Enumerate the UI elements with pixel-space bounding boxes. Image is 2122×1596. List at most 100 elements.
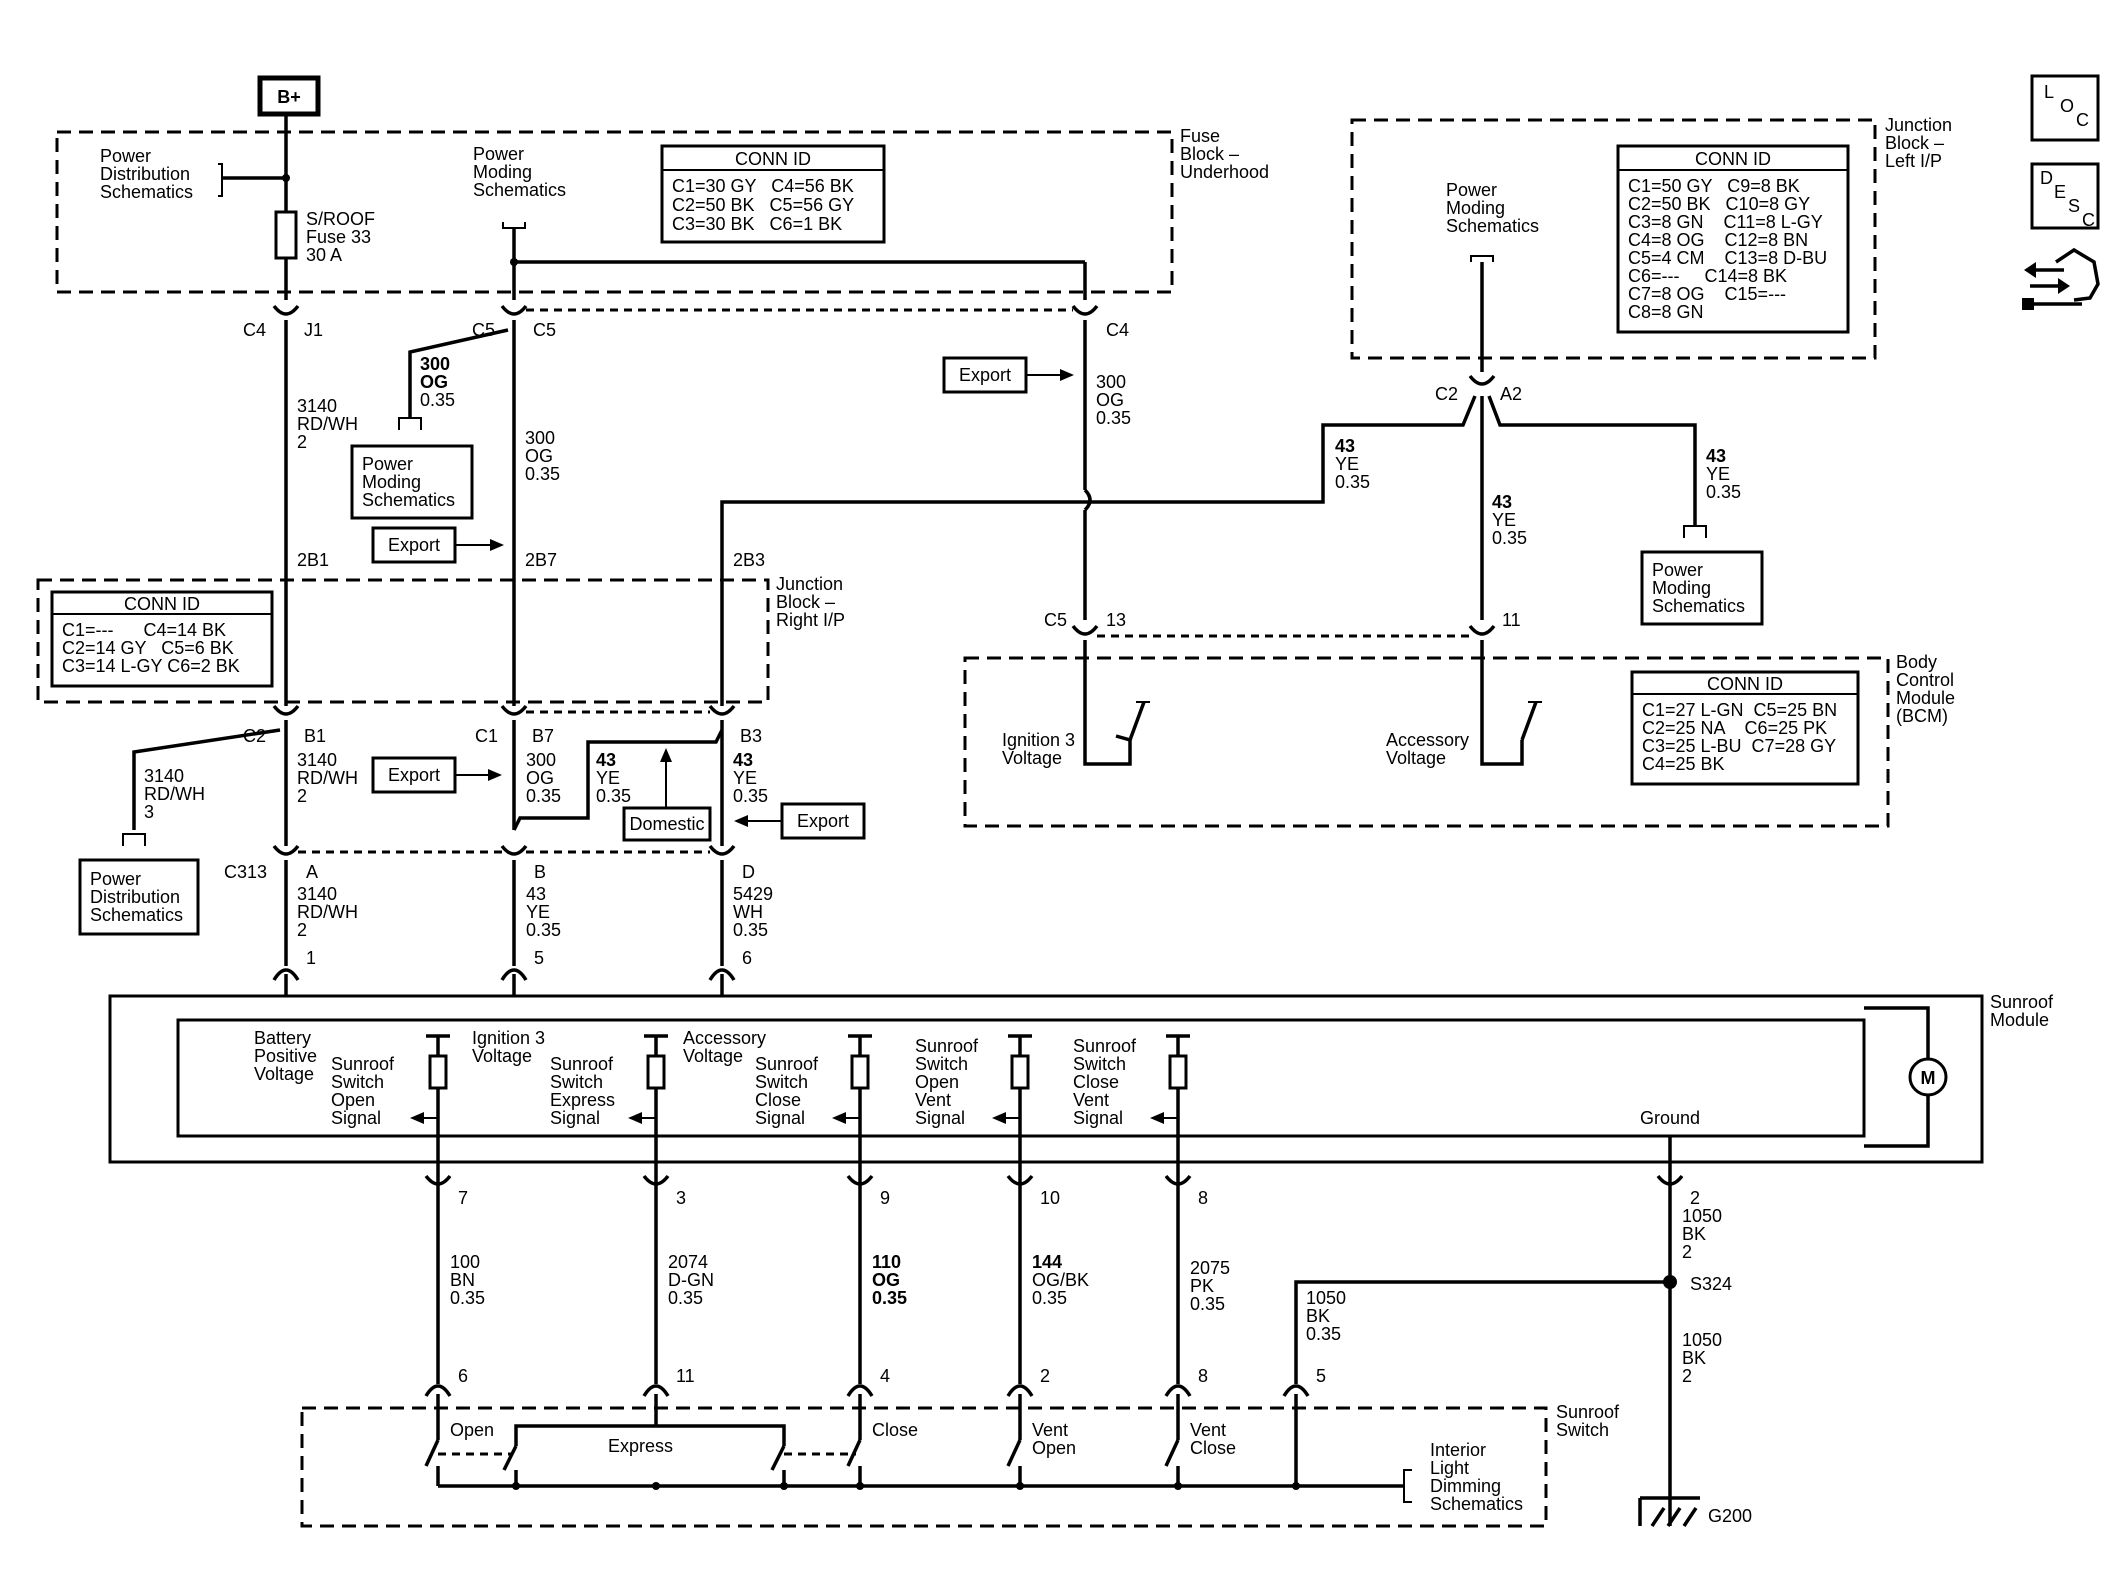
svg-text:C4: C4 (1106, 320, 1129, 340)
conn-id-jb-left: CONN ID C1=50 GY C9=8 BK C2=50 BK C10=8 … (1616, 144, 1850, 334)
svg-text:B: B (534, 862, 546, 882)
wire-100-label: 100 BN 0.35 (450, 1252, 485, 1308)
signal-express-circuit: Sunroof Switch Express Signal (550, 1034, 668, 1190)
signal-close-vent-circuit: Sunroof Switch Close Vent Signal (1073, 1034, 1190, 1190)
wire-43-b3-label: 43 YE 0.35 (733, 750, 768, 806)
svg-text:B7: B7 (532, 726, 554, 746)
module-pin-5 (500, 968, 528, 981)
svg-text:2074: 2074 (668, 1252, 708, 1272)
connector-c1-b7 (500, 704, 528, 716)
ignition3-input-label: Ignition 3 Voltage (472, 1028, 545, 1066)
svg-text:Vent: Vent (1073, 1090, 1109, 1110)
battery-positive-label: B+ (277, 87, 301, 107)
power-moding-ref-jbl[interactable]: Power Moding Schematics (1446, 180, 1539, 236)
svg-text:Voltage: Voltage (472, 1046, 532, 1066)
interior-light-dimming-ref[interactable]: Interior Light Dimming Schematics (1430, 1440, 1523, 1514)
svg-text:7: 7 (458, 1188, 468, 1208)
svg-text:0.35: 0.35 (526, 920, 561, 940)
wire-300-bcm-label: 300 OG 0.35 (1096, 372, 1131, 428)
svg-text:Express: Express (608, 1436, 673, 1456)
svg-text:3: 3 (676, 1188, 686, 1208)
svg-text:O: O (2060, 96, 2074, 116)
svg-text:0.35: 0.35 (526, 786, 561, 806)
power-moding-ref-box1[interactable]: Power Moding Schematics (350, 444, 474, 520)
svg-text:BK: BK (1682, 1224, 1706, 1244)
wire-3140-label: 3140 RD/WH 2 (297, 396, 358, 452)
switch-pin-5 (1282, 1384, 1310, 1397)
loc-icon[interactable]: L O C (2030, 74, 2100, 142)
wire-300-mid-label: 300 OG 0.35 (526, 750, 561, 806)
bcm-outline (963, 656, 1890, 828)
export-note-2[interactable]: Export (942, 356, 1028, 394)
svg-text:0.35: 0.35 (1190, 1294, 1225, 1314)
export-note-4[interactable]: Export (780, 802, 866, 840)
svg-text:43: 43 (596, 750, 616, 770)
module-pin-7 (424, 1174, 452, 1186)
module-pin-1 (272, 968, 300, 981)
domestic-note[interactable]: Domestic (622, 806, 712, 842)
svg-text:Underhood: Underhood (1180, 162, 1269, 182)
switch-pin-8 (1164, 1384, 1192, 1397)
junction-block-left-label: Junction Block – Left I/P (1885, 115, 1952, 171)
svg-text:0.35: 0.35 (1306, 1324, 1341, 1344)
svg-text:Switch: Switch (1073, 1054, 1126, 1074)
svg-text:0.35: 0.35 (733, 786, 768, 806)
svg-text:RD/WH: RD/WH (297, 902, 358, 922)
svg-text:Export: Export (797, 811, 849, 831)
switch-open-contact[interactable]: Open (424, 1394, 494, 1467)
svg-text:BN: BN (450, 1270, 475, 1290)
svg-text:WH: WH (733, 902, 763, 922)
svg-text:Power: Power (100, 146, 151, 166)
power-distribution-ref-box[interactable]: Power Distribution Schematics (78, 858, 200, 936)
svg-text:OG: OG (420, 372, 448, 392)
svg-text:Battery: Battery (254, 1028, 311, 1048)
svg-text:OG/BK: OG/BK (1032, 1270, 1089, 1290)
power-moding-ref-box2[interactable]: Power Moding Schematics (1640, 550, 1764, 626)
svg-text:0.35: 0.35 (872, 1288, 907, 1308)
svg-text:1050: 1050 (1682, 1206, 1722, 1226)
svg-text:4: 4 (880, 1366, 890, 1386)
export-note-3[interactable]: Export (371, 756, 457, 794)
svg-text:Power: Power (90, 869, 141, 889)
connector-nav-icon[interactable] (2022, 247, 2100, 310)
desc-icon[interactable]: D E S C (2030, 162, 2100, 230)
wire-110-label: 110 OG 0.35 (872, 1252, 907, 1308)
svg-text:Block –: Block – (776, 592, 835, 612)
fuse-label: S/ROOF Fuse 33 30 A (306, 209, 375, 265)
motor-icon (1908, 1057, 1948, 1097)
svg-text:Export: Export (959, 365, 1011, 385)
svg-text:Distribution: Distribution (100, 164, 190, 184)
switch-express-contact[interactable]: Express (502, 1394, 786, 1471)
conn-id-fuse-block: CONN ID C1=30 GY C4=56 BK C2=50 BK C5=56… (660, 144, 886, 244)
svg-text:C2=25 NA C6=25 PK: C2=25 NA C6=25 PK (1642, 718, 1827, 738)
svg-text:1: 1 (306, 948, 316, 968)
switch-close-contact[interactable]: Close (846, 1394, 918, 1467)
power-distribution-ref-top[interactable]: Power Distribution Schematics (100, 146, 193, 202)
svg-text:30 A: 30 A (306, 245, 342, 265)
svg-text:Sunroof: Sunroof (1073, 1036, 1137, 1056)
svg-text:A2: A2 (1500, 384, 1522, 404)
switch-vent-close-contact[interactable]: Vent Close (1164, 1394, 1236, 1467)
svg-text:Power: Power (362, 454, 413, 474)
switch-vent-open-contact[interactable]: Vent Open (1006, 1394, 1076, 1467)
svg-text:C8=8 GN: C8=8 GN (1628, 302, 1704, 322)
svg-text:Accessory: Accessory (683, 1028, 766, 1048)
svg-text:D-GN: D-GN (668, 1270, 714, 1290)
svg-text:CONN ID: CONN ID (1707, 674, 1783, 694)
svg-text:13: 13 (1106, 610, 1126, 630)
svg-text:2: 2 (1690, 1188, 1700, 1208)
svg-text:0.35: 0.35 (420, 390, 455, 410)
svg-text:2: 2 (1040, 1366, 1050, 1386)
svg-text:C4: C4 (243, 320, 266, 340)
svg-text:2B1: 2B1 (297, 550, 329, 570)
export-note-1[interactable]: Export (371, 526, 457, 564)
conn-id-bcm: CONN ID C1=27 L-GN C5=25 BN C2=25 NA C6=… (1630, 670, 1860, 786)
power-moding-ref-top[interactable]: Power Moding Schematics (473, 144, 566, 200)
module-pin-9 (846, 1174, 874, 1186)
wire-2074-label: 2074 D-GN 0.35 (668, 1252, 714, 1308)
svg-text:Schematics: Schematics (473, 180, 566, 200)
svg-text:144: 144 (1032, 1252, 1062, 1272)
svg-text:Close: Close (872, 1420, 918, 1440)
svg-text:Signal: Signal (550, 1108, 600, 1128)
